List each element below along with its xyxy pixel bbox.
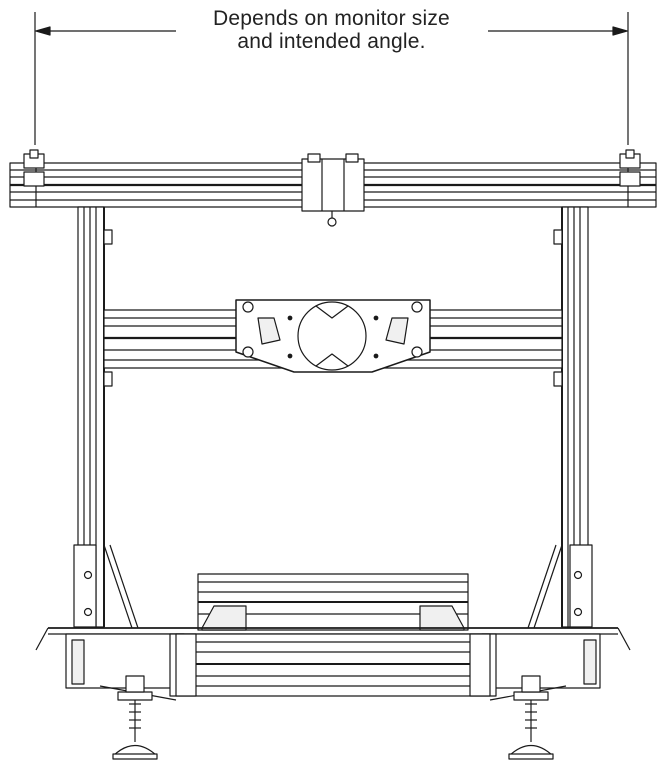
arrowhead-right bbox=[612, 26, 628, 36]
base-frame bbox=[35, 627, 631, 701]
vesa-center-cutout bbox=[297, 301, 367, 371]
arrowhead-left bbox=[35, 26, 51, 36]
left-leveling-foot bbox=[112, 675, 158, 760]
hinge-pin bbox=[327, 217, 337, 227]
vesa-mount-plate bbox=[235, 299, 431, 373]
left-seat-bracket bbox=[201, 605, 247, 631]
width-dimension bbox=[34, 12, 629, 145]
rear-crossbar bbox=[197, 573, 469, 631]
left-brace bbox=[73, 544, 139, 629]
mount-screw bbox=[242, 301, 254, 313]
dimension-note-line-2: and intended angle. bbox=[237, 30, 426, 53]
right-brace bbox=[527, 544, 593, 629]
center-hinge-bracket bbox=[301, 158, 365, 212]
mount-screw bbox=[242, 346, 254, 358]
right-base-box bbox=[481, 633, 601, 689]
right-gusset-plate bbox=[569, 544, 593, 628]
right-leveling-foot bbox=[508, 675, 554, 760]
clamp-bottom-right bbox=[619, 171, 641, 187]
dimension-note-line-1: Depends on monitor size bbox=[213, 7, 450, 30]
top-crossbar bbox=[9, 149, 657, 227]
mount-screw bbox=[411, 301, 423, 313]
mount-screw bbox=[411, 346, 423, 358]
clamp-bottom-left bbox=[23, 171, 45, 187]
right-seat-bracket bbox=[419, 605, 465, 631]
left-gusset-plate bbox=[73, 544, 97, 628]
